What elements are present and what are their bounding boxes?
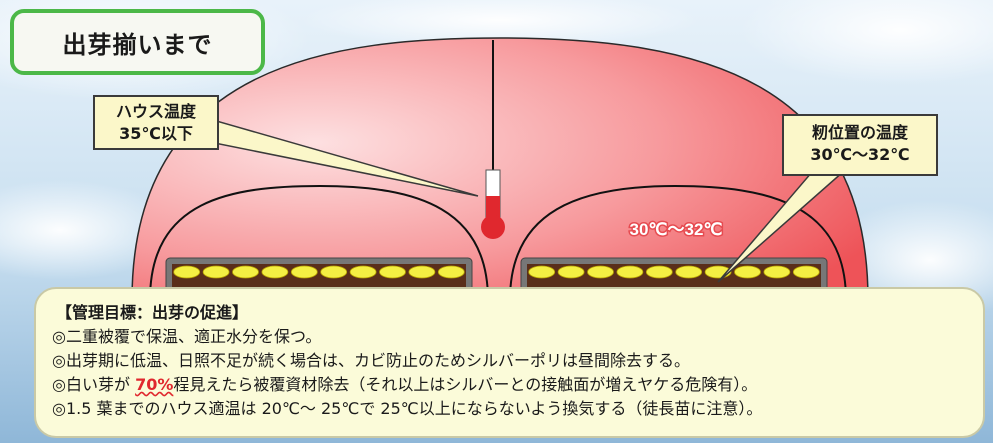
seed [675,265,703,279]
seed [734,265,761,279]
seed [645,265,673,279]
seed [616,265,644,279]
seed [379,265,406,279]
info-line-4: ◎1.5 葉までのハウス適温は 20℃〜 25℃で 25℃以上にならないよう換気… [52,399,763,418]
seed-temperature-value: 30℃〜32℃ [810,145,910,164]
seed [232,265,259,279]
management-target-box: 【管理目標：出芽の促進】 ◎二重被覆で保温、適正水分を保つ。 ◎出芽期に低温、日… [34,287,985,438]
tunnel-right [509,184,847,301]
info-line-3: ◎白い芽が 70%程見えたら被覆資材除去（それ以上はシルバーとの接触面が増えヤケ… [52,373,983,397]
cloud [740,0,993,85]
thermometer-icon [481,169,505,239]
seed-row-left [173,265,465,279]
seed [290,265,318,279]
seed-temperature-callout: 籾位置の温度 30℃〜32℃ [782,114,938,176]
house-temperature-callout: ハウス温度 35℃以下 [93,95,219,150]
house-temperature-label: ハウス温度 [115,102,196,121]
seed [763,265,791,279]
seed-row-right [528,265,820,279]
seed [349,265,377,279]
info-line-3-pre: ◎白い芽が [52,375,136,394]
page-title: 出芽揃いまで [10,9,265,75]
chamber-temperature-label: 30℃〜32℃ [629,220,722,239]
seed [202,265,230,279]
seed [557,265,585,279]
seed-temperature-label: 籾位置の温度 [811,123,908,142]
seed [528,265,556,279]
seed [261,265,289,279]
info-line-3-post: 程見えたら被覆資材除去（それ以上はシルバーとの接触面が増えヤケる危険有）。 [173,375,758,394]
cloud [300,0,700,48]
seed [408,265,436,279]
seed [320,265,348,279]
tunnel-left [149,184,489,301]
seed [587,265,614,279]
seed [437,265,465,279]
info-line-2: ◎出芽期に低温、日照不足が続く場合は、カビ防止のためシルバーポリは昼間除去する。 [52,351,690,370]
info-heading: 【管理目標：出芽の促進】 [56,303,249,322]
info-line-1: ◎二重被覆で保温、適正水分を保つ。 [52,327,322,346]
house-temperature-value: 35℃以下 [119,124,193,143]
info-line-3-percentage: 70% [135,375,174,394]
seed [173,265,201,279]
seed [792,265,820,279]
